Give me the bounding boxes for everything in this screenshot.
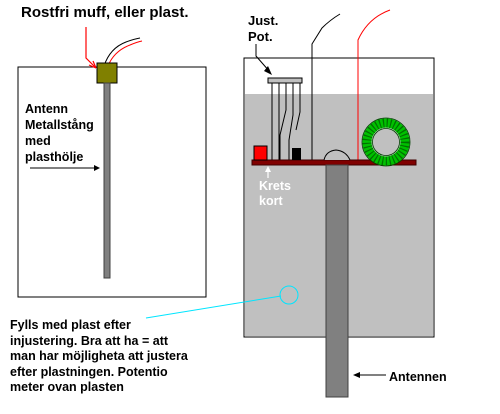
muff-leader-arrow [85, 27, 97, 69]
antenna-rod-right [325, 164, 349, 398]
dome-component [323, 149, 351, 161]
muff-fitting [96, 62, 118, 84]
cable-wire-red [107, 40, 143, 67]
antennen-arrowhead [353, 372, 360, 378]
cable-wire-black-right [311, 13, 341, 160]
antenna-rod-label: Antenn Metallstång med plasthölje [25, 102, 94, 164]
muff-arrowhead [88, 60, 97, 69]
board-arrowhead [265, 166, 271, 172]
toroid-outer-edge [361, 117, 411, 167]
muff-label: Rostfri muff, eller plast. [21, 4, 189, 21]
pot-leg-3 [279, 83, 287, 160]
circuit-board-label: Krets kort [259, 179, 291, 208]
pot-arrowhead [264, 66, 272, 75]
left-enclosure-box [17, 66, 207, 298]
toroid-windings [362, 118, 410, 166]
cable-wire-red-right [357, 9, 391, 160]
fill-instruction-label: Fylls med plast efter injustering. Bra a… [10, 318, 188, 394]
potentiometer-body [267, 77, 303, 84]
rod-arrowhead [94, 165, 100, 171]
potentiometer-label: Just. Pot. [248, 13, 279, 44]
pot-leader-line [255, 44, 271, 73]
toroid-inner-edge [372, 128, 400, 156]
antenna-rod-left [103, 82, 111, 279]
antennen-label: Antennen [389, 370, 447, 384]
pot-leg-5 [295, 83, 301, 131]
fill-leader-line [145, 295, 282, 319]
red-component [253, 145, 268, 161]
pot-leg-4 [288, 83, 294, 160]
cable-wire-black [103, 37, 141, 67]
black-component [292, 148, 301, 160]
fill-leader-circle [279, 285, 299, 305]
